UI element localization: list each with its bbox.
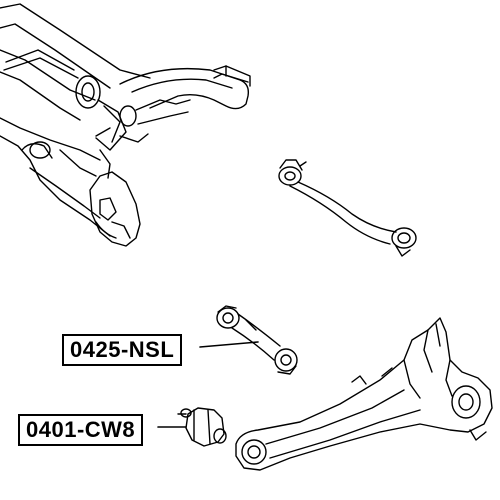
lower-link-arm [216,305,298,375]
rear-subframe [0,3,251,247]
bushing-part [177,407,227,447]
part-number-label-nsl: 0425-NSL [62,334,183,366]
part-number-label-cw8: 0401-CW8 [18,414,144,446]
leader-line-nsl [199,341,259,348]
trailing-arm [235,317,493,471]
upper-control-arm [278,159,417,257]
